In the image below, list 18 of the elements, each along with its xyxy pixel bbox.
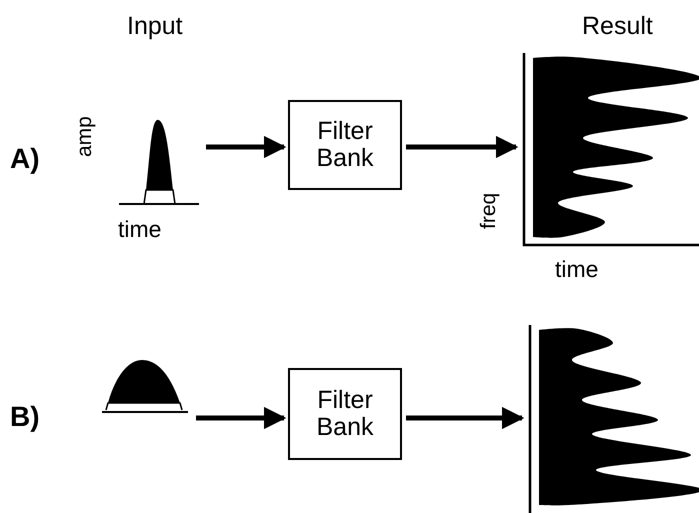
- row-label: A): [10, 145, 40, 173]
- axis-label: time: [118, 218, 162, 241]
- plot-drawing: [526, 322, 699, 513]
- process-box: [288, 368, 402, 460]
- arrow: [206, 136, 286, 158]
- column-heading: Input: [127, 14, 183, 39]
- plot-drawing: [520, 50, 699, 248]
- arrow: [196, 406, 286, 430]
- box-label: Filter Bank: [316, 386, 374, 442]
- axis-label: time: [555, 258, 598, 281]
- process-box: [288, 100, 402, 190]
- axis-label: freq: [478, 192, 499, 229]
- arrow: [406, 406, 524, 430]
- row-label: B): [10, 403, 40, 431]
- arrow: [406, 136, 518, 158]
- column-heading: Result: [582, 14, 653, 39]
- box-label: Filter Bank: [316, 118, 374, 172]
- axis-label: amp: [74, 116, 95, 157]
